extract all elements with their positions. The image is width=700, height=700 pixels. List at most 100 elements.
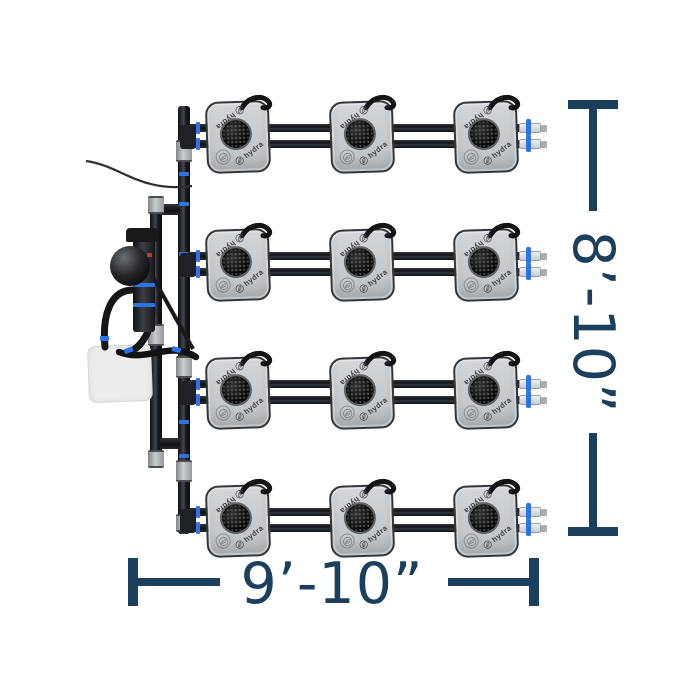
brand-hydra: hydra <box>233 267 265 295</box>
leaf-badge-icon <box>359 106 368 115</box>
brand-hydra: hydra <box>481 267 513 295</box>
bucket-handle-icon <box>487 222 521 239</box>
brand-hydra: hydra <box>357 523 389 551</box>
end-valve-tip <box>541 253 547 260</box>
brand-hydra: hydra <box>233 395 265 423</box>
grow-bucket: hydra hydra <box>328 94 397 175</box>
hose-clamp <box>100 336 109 341</box>
dimension-cap <box>529 558 539 606</box>
leaf-badge-icon <box>342 280 352 290</box>
brand-hydra: hydra <box>481 139 513 167</box>
leaf-badge-icon <box>235 490 244 499</box>
bucket-handle-icon <box>363 350 397 367</box>
brand-hydra: hydra <box>338 488 370 516</box>
leaf-badge-icon <box>483 412 492 421</box>
manifold-bridge-bottom <box>160 438 180 449</box>
reservoir-tray-icon <box>87 343 153 404</box>
pump-indicator <box>147 253 152 257</box>
valve-handle <box>526 135 531 152</box>
dimension-line <box>589 109 597 211</box>
bucket-handle-icon <box>239 478 273 495</box>
pipe-clamp <box>179 454 189 458</box>
leaf-badge-icon <box>359 490 368 499</box>
embossed-leaf-icon <box>339 149 355 165</box>
end-valve-tip <box>541 397 547 404</box>
valve-handle <box>526 247 531 264</box>
embossed-leaf-icon <box>463 405 479 421</box>
brand-hydra: hydra <box>338 104 370 132</box>
leaf-badge-icon <box>235 362 244 371</box>
brand-hydra: hydra <box>357 139 389 167</box>
manifold-bridge-top <box>160 204 180 215</box>
leaf-badge-icon <box>235 540 244 549</box>
brand-hydra: hydra <box>462 232 494 260</box>
valve-handle <box>526 503 531 520</box>
brand-hydra: hydra <box>462 488 494 516</box>
embossed-leaf-icon <box>215 533 231 549</box>
leaf-badge-icon <box>218 152 228 162</box>
height-dimension-label: 8’-10” <box>560 230 626 414</box>
brand-hydra: hydra <box>462 360 494 388</box>
embossed-leaf-icon <box>339 533 355 549</box>
bucket-handle-icon <box>487 478 521 495</box>
valve-handle <box>526 119 531 136</box>
embossed-leaf-icon <box>463 149 479 165</box>
leaf-badge-icon <box>466 280 476 290</box>
bucket-handle-icon <box>487 94 521 111</box>
embossed-leaf-icon <box>463 533 479 549</box>
pipe-clamp <box>179 202 189 206</box>
leaf-badge-icon <box>235 156 244 165</box>
embossed-leaf-icon <box>215 277 231 293</box>
leaf-badge-icon <box>218 536 228 546</box>
manifold-tee <box>180 253 196 277</box>
hose-left <box>100 286 137 351</box>
grow-bucket: hydra hydra <box>204 350 273 431</box>
pipe-clamp <box>196 506 200 518</box>
bucket-handle-icon <box>239 350 273 367</box>
valve-handle <box>526 519 531 536</box>
brand-hydra: hydra <box>357 267 389 295</box>
bucket-handle-icon <box>487 350 521 367</box>
pipe-clamp <box>196 122 200 134</box>
pipe-clamp <box>179 420 189 424</box>
bucket-handle-icon <box>363 478 397 495</box>
leaf-badge-icon <box>483 106 492 115</box>
manifold-tee <box>180 509 196 533</box>
leaf-badge-icon <box>466 152 476 162</box>
bucket-handle-icon <box>363 222 397 239</box>
end-valve-tip <box>541 525 547 532</box>
leaf-badge-icon <box>466 536 476 546</box>
pipe-coupler <box>176 356 192 378</box>
brand-hydra: hydra <box>214 360 246 388</box>
leaf-badge-icon <box>483 540 492 549</box>
leaf-badge-icon <box>359 284 368 293</box>
grow-bucket: hydra hydra <box>452 222 521 303</box>
leaf-badge-icon <box>218 280 228 290</box>
valve-handle <box>526 263 531 280</box>
manifold-tee <box>180 381 196 405</box>
pipe-clamp <box>196 378 200 390</box>
end-valve-tip <box>541 509 547 516</box>
manifold-tee <box>180 125 196 149</box>
end-valve-tip <box>541 381 547 388</box>
end-valve-tip <box>541 269 547 276</box>
pipe-clamp <box>179 172 189 176</box>
grow-bucket: hydra hydra <box>328 478 397 559</box>
pipe-clamp <box>196 266 200 278</box>
dimension-cap <box>568 527 618 536</box>
brand-hydra: hydra <box>214 488 246 516</box>
leaf-badge-icon <box>466 408 476 418</box>
brand-hydra: hydra <box>462 104 494 132</box>
dimension-line <box>589 433 597 527</box>
leaf-badge-icon <box>483 490 492 499</box>
leaf-badge-icon <box>342 152 352 162</box>
leaf-badge-icon <box>235 412 244 421</box>
pump-dome <box>110 246 150 286</box>
brand-hydra: hydra <box>481 395 513 423</box>
leaf-badge-icon <box>235 106 244 115</box>
embossed-leaf-icon <box>339 405 355 421</box>
